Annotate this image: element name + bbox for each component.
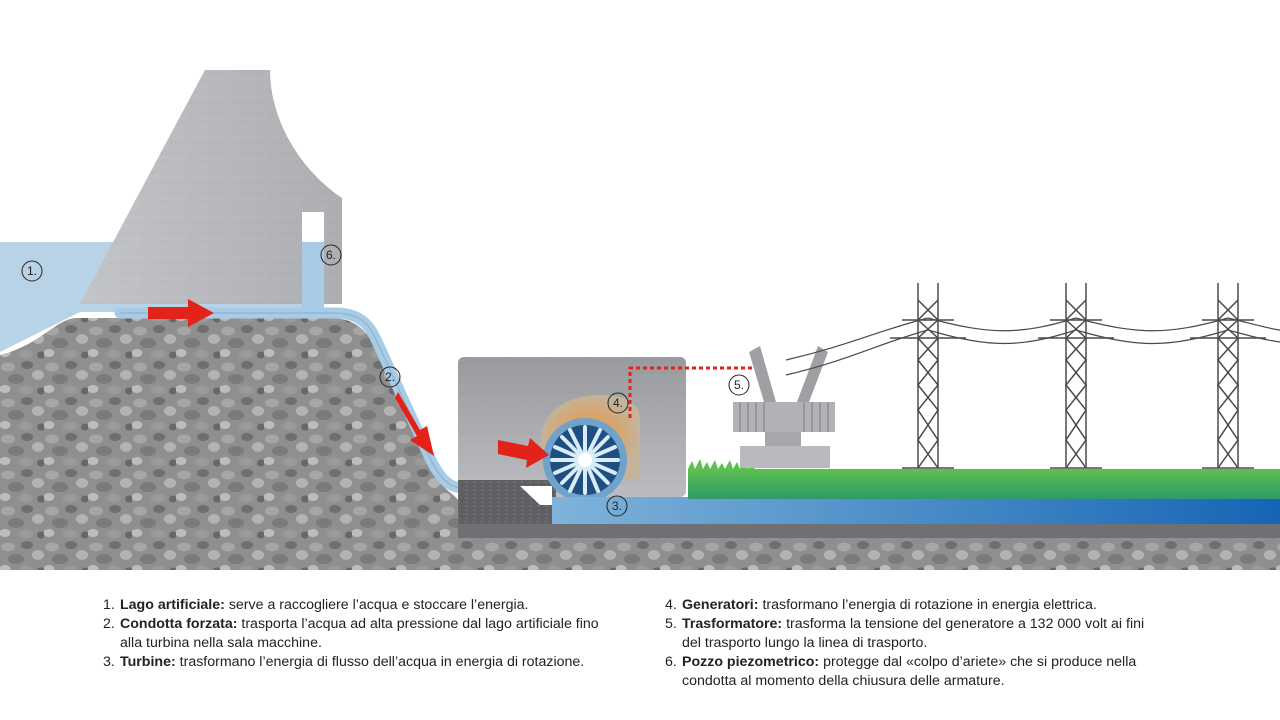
marker-turbine: 3. xyxy=(606,495,628,517)
turbine-wheel xyxy=(543,418,627,502)
grass-field xyxy=(688,459,1280,499)
flow-arrow-intake xyxy=(148,299,214,327)
legend-description: trasformano l’energia di flusso dell’acq… xyxy=(179,654,585,670)
legend-term: Generatori: xyxy=(682,597,759,613)
marker-penstock: 2. xyxy=(379,366,401,388)
legend-number: 1. xyxy=(103,597,115,613)
legend-item: 1. Lago artificiale: serve a raccogliere … xyxy=(103,596,623,615)
transmission-tower-2 xyxy=(1038,283,1114,469)
legend-left: 1. Lago artificiale: serve a raccogliere … xyxy=(103,596,623,672)
marker-lake: 1. xyxy=(21,260,43,282)
ground-strip xyxy=(458,524,1280,538)
legend-term: Condotta forzata: xyxy=(120,616,238,632)
flow-arrows xyxy=(148,299,549,468)
legend-item: 4. Generatori: trasformano l’energia di r… xyxy=(665,596,1165,615)
legend-number: 2. xyxy=(103,616,115,632)
flow-arrow-turbine xyxy=(498,438,549,468)
power-cable xyxy=(628,366,752,418)
marker-generator: 4. xyxy=(607,392,629,414)
svg-text:6.: 6. xyxy=(326,248,336,262)
legend-number: 3. xyxy=(103,654,115,670)
legend-description: trasforma la tensione del generatore a 1… xyxy=(682,616,1145,651)
svg-text:5.: 5. xyxy=(734,378,744,392)
legend-description: protegge dal «colpo d’ariete» che si pro… xyxy=(682,654,1137,689)
surge-shaft xyxy=(302,212,324,312)
transmission-tower-1 xyxy=(890,283,966,469)
svg-text:1.: 1. xyxy=(27,264,37,278)
legend-number: 4. xyxy=(665,597,677,613)
legend-term: Turbine: xyxy=(120,654,176,670)
legend-number: 6. xyxy=(665,654,677,670)
svg-text:2.: 2. xyxy=(385,370,395,384)
svg-text:3.: 3. xyxy=(612,499,622,513)
legend-item: 6. Pozzo piezometrico: protegge dal «colp… xyxy=(665,653,1165,691)
dam xyxy=(80,70,342,304)
legend-item: 5. Trasformatore: trasforma la tensione d… xyxy=(665,615,1165,653)
transformer xyxy=(733,346,835,468)
svg-text:4.: 4. xyxy=(613,396,623,410)
legend-item: 2. Condotta forzata: trasporta l’acqua ad… xyxy=(103,615,623,653)
legend-item: 3. Turbine: trasformano l’energia di flus… xyxy=(103,653,623,672)
marker-surge-shaft: 6. xyxy=(320,244,342,266)
legend-number: 5. xyxy=(665,616,677,632)
transmission-tower-3 xyxy=(1190,283,1266,469)
legend-term: Lago artificiale: xyxy=(120,597,225,613)
legend-description: trasporta l’acqua ad alta pressione dal … xyxy=(120,616,599,651)
legend-description: trasformano l’energia di rotazione in en… xyxy=(762,597,1097,613)
power-lines xyxy=(785,317,1280,376)
legend-term: Trasformatore: xyxy=(682,616,783,632)
bedrock-ground xyxy=(0,318,1280,570)
river-channel xyxy=(552,497,1280,524)
marker-transformer: 5. xyxy=(728,374,750,396)
legend-term: Pozzo piezometrico: xyxy=(682,654,820,670)
legend-right: 4. Generatori: trasformano l’energia di r… xyxy=(665,596,1165,691)
legend-description: serve a raccogliere l’acqua e stoccare l… xyxy=(228,597,529,613)
flow-arrow-penstock xyxy=(395,392,434,456)
